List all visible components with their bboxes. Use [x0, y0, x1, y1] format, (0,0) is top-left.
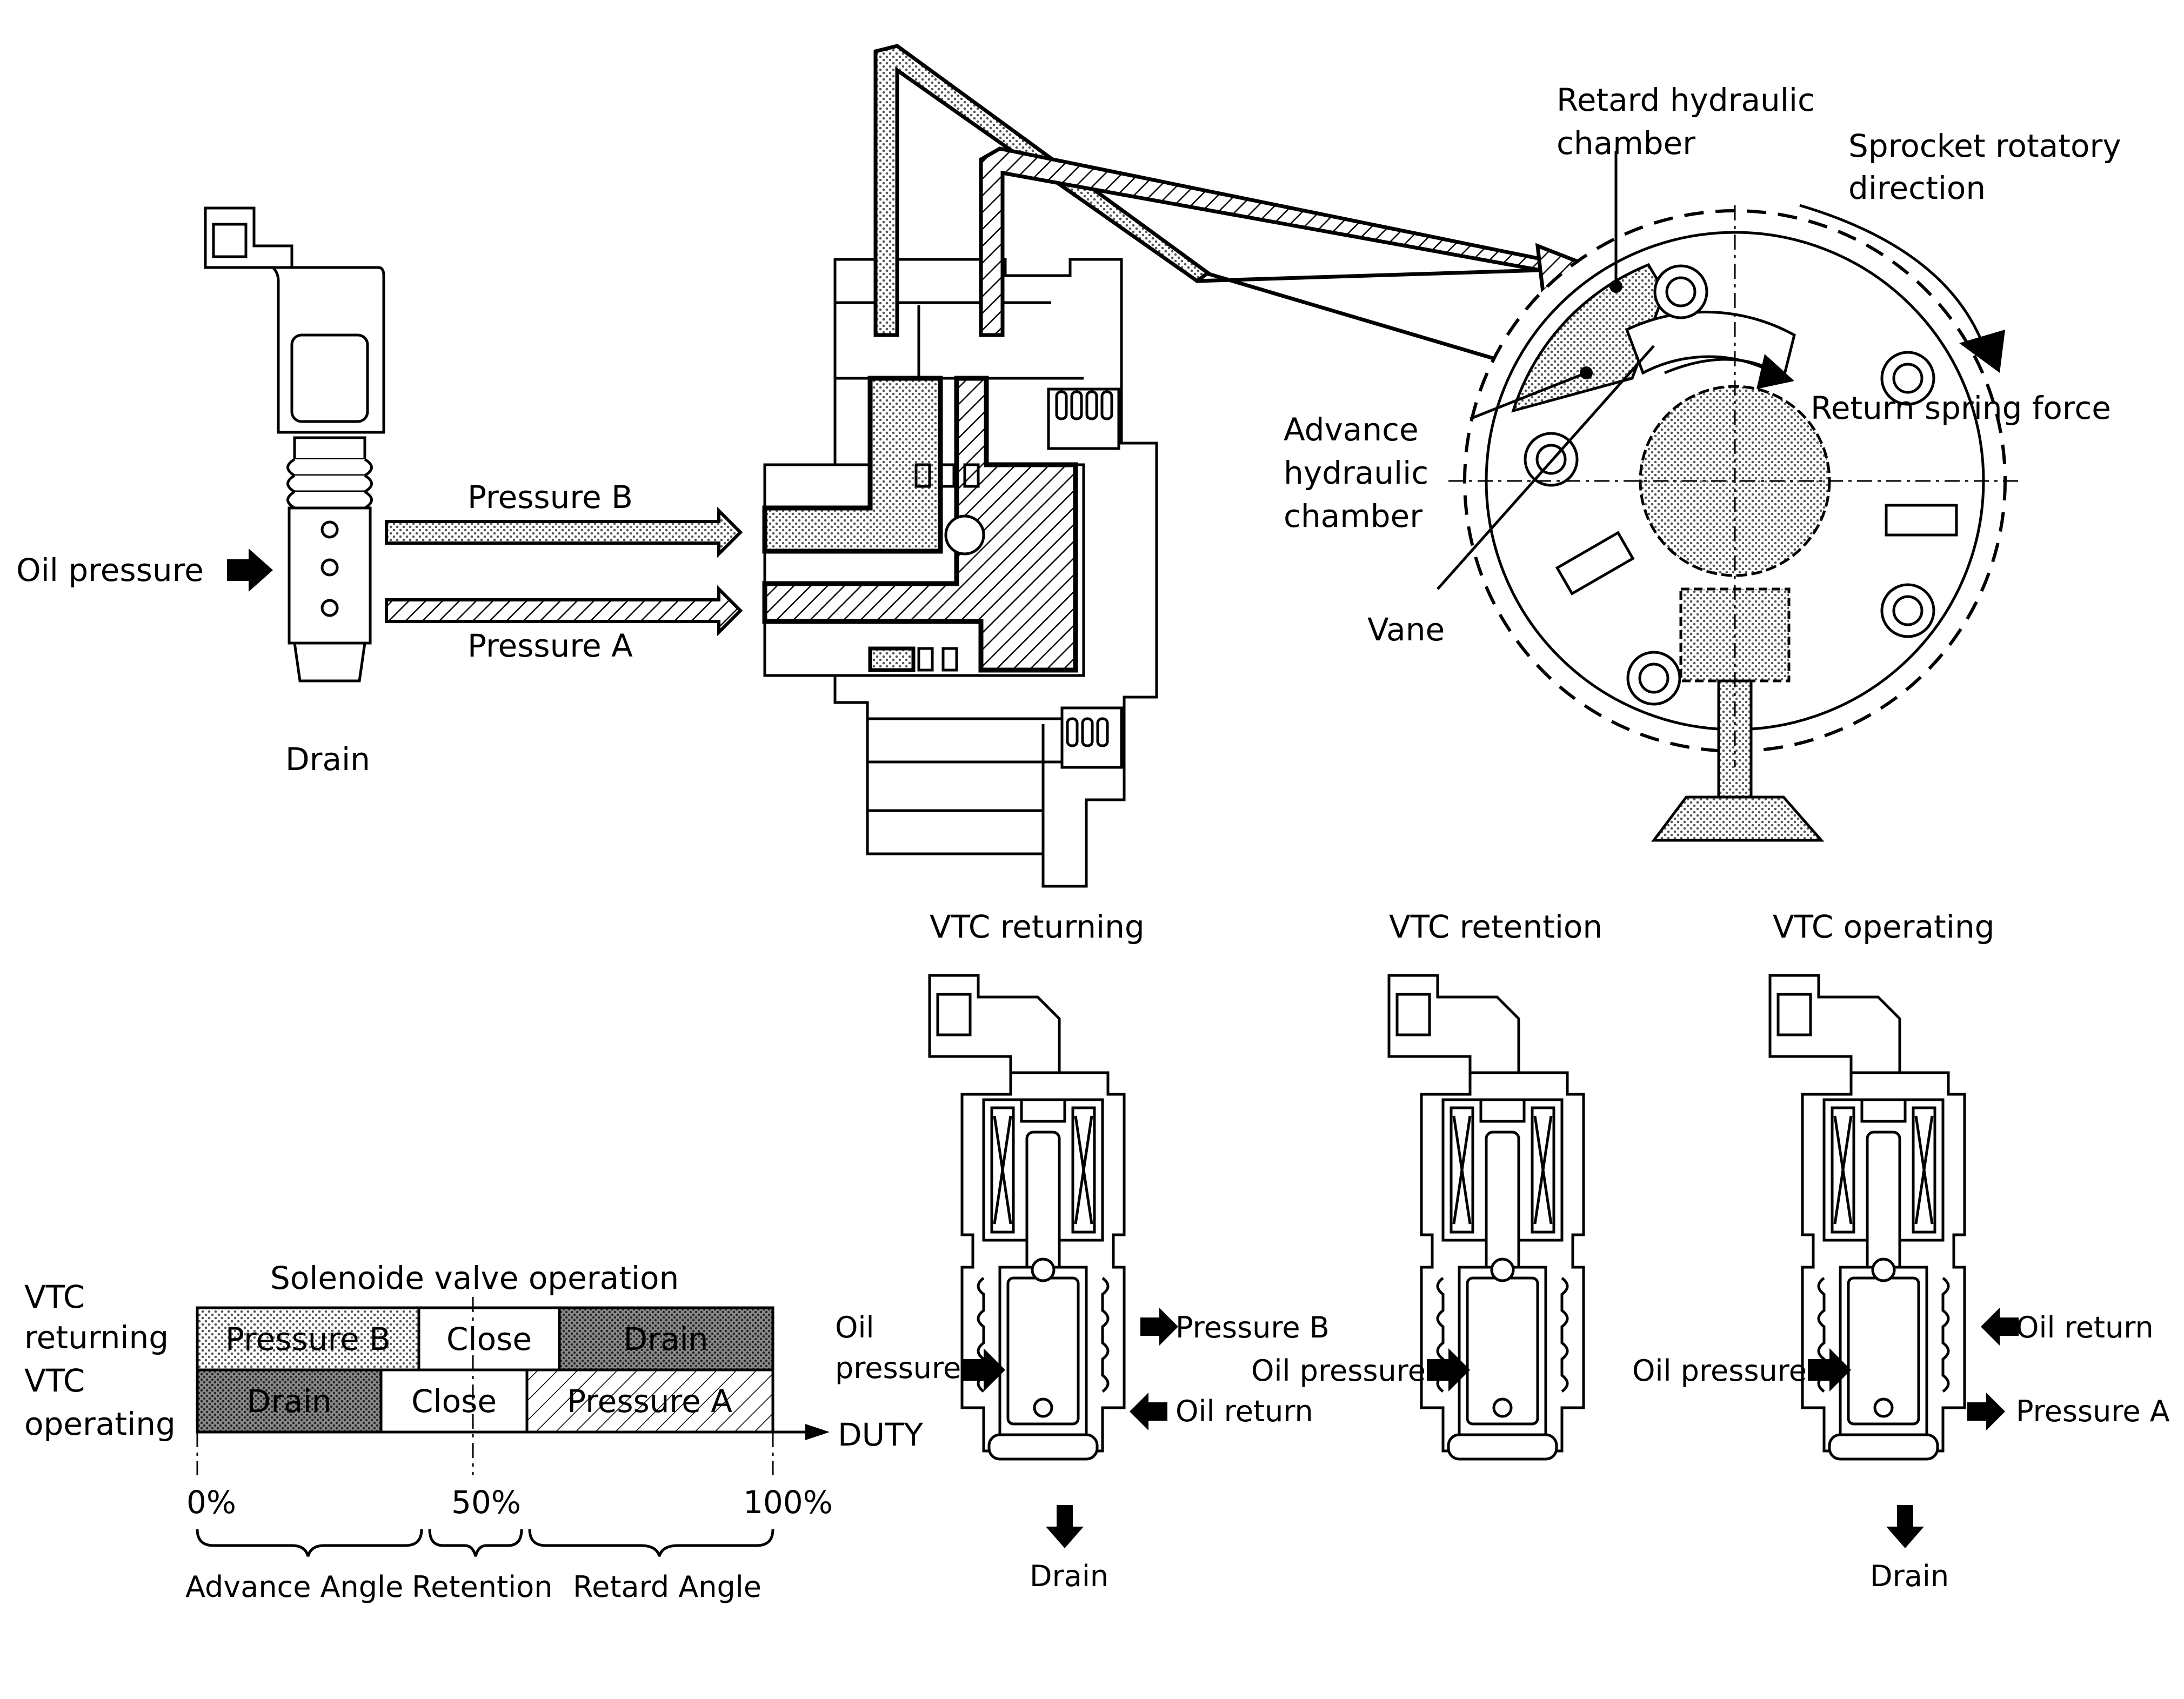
sprocket — [1448, 205, 2021, 842]
tick-0: 0% — [186, 1484, 236, 1521]
returning-drain-label: Drain — [1030, 1559, 1108, 1593]
pressure-b-label: Pressure B — [467, 479, 633, 516]
drain-label: Drain — [285, 741, 370, 778]
operating-drain-label: Drain — [1870, 1559, 1949, 1593]
oil-pressure-label: Oil pressure — [16, 552, 204, 588]
operating-drain-text: Drain — [247, 1383, 332, 1420]
advance-chamber-label: Advance — [1284, 411, 1419, 448]
returning-drain-cell — [558, 1306, 774, 1372]
duty-axis-arrow-icon — [805, 1424, 830, 1440]
operating-pressure-a-cell — [525, 1368, 774, 1434]
row-operating-label: VTC — [24, 1362, 85, 1399]
housing-cross-section — [762, 44, 1546, 888]
vtc-returning-title: VTC returning — [930, 908, 1145, 945]
returning-oil-return-label: Oil return — [1176, 1394, 1313, 1428]
advance-chamber-label-3: chamber — [1284, 498, 1422, 534]
retention-oil-in-arrow-icon — [1427, 1348, 1470, 1392]
duty-axis-label: DUTY — [838, 1416, 924, 1453]
range-retard-label: Retard Angle — [573, 1570, 762, 1604]
operating-oil-return-label: Oil return — [2016, 1310, 2154, 1345]
pressure-b-arrow-icon — [385, 506, 743, 558]
duty-table: Solenoide valve operation VTC returning … — [24, 1260, 924, 1604]
vtc-retention-title: VTC retention — [1389, 908, 1602, 945]
advance-chamber-label-2: hydraulic — [1284, 454, 1428, 491]
tick-50: 50% — [451, 1484, 521, 1521]
vane-label: Vane — [1367, 611, 1445, 648]
operating-pressure-a-text: Pressure A — [567, 1383, 732, 1420]
operating-drain-cell — [196, 1368, 383, 1434]
callout-lines — [1437, 151, 1655, 590]
solenoid-valve-top — [204, 206, 385, 683]
range-advance-label: Advance Angle — [185, 1570, 403, 1604]
rotation-arrow-icon — [1799, 204, 2005, 373]
row-operating-label-2: operating — [24, 1406, 176, 1442]
returning-oil-pressure-label: Oil — [835, 1310, 874, 1345]
operating-drain-arrow-icon — [1886, 1505, 1924, 1548]
operating-pressure-a-label: Pressure A — [2016, 1394, 2170, 1428]
solenoid-returning — [928, 974, 1126, 1461]
tick-100: 100% — [743, 1484, 833, 1521]
operating-oil-pressure-label: Oil pressure — [1632, 1354, 1807, 1388]
retard-chamber-label: Retard hydraulic — [1557, 82, 1815, 118]
returning-pressure-b-label: Pressure B — [1176, 1310, 1330, 1345]
returning-pressure-b-text: Pressure B — [225, 1321, 391, 1357]
oil-pressure-arrow-icon — [227, 549, 273, 592]
returning-pressure-b-cell — [196, 1306, 420, 1372]
pressure-a-label: Pressure A — [467, 627, 633, 664]
range-retention-label: Retention — [412, 1570, 552, 1604]
vtc-operating-title: VTC operating — [1773, 908, 1994, 945]
operating-oil-return-arrow-icon — [1981, 1308, 2019, 1346]
row-returning-label: VTC — [24, 1279, 85, 1315]
operating-pressure-a-arrow-icon — [1967, 1393, 2005, 1430]
returning-oil-return-arrow-icon — [1130, 1393, 1167, 1430]
sprocket-direction-label: Sprocket rotatory — [1848, 128, 2121, 164]
operating-oil-in-arrow-icon — [1808, 1348, 1851, 1392]
retention-oil-pressure-label: Oil pressure — [1251, 1354, 1426, 1388]
returning-oil-in-arrow-icon — [962, 1348, 1005, 1392]
returning-drain-text: Drain — [624, 1321, 709, 1357]
operating-close-text: Close — [411, 1383, 497, 1420]
returning-pressure-b-arrow-icon — [1140, 1308, 1178, 1346]
operating-close-cell — [379, 1368, 529, 1434]
duty-table-title: Solenoide valve operation — [270, 1260, 679, 1296]
retard-chamber-label-2: chamber — [1557, 125, 1695, 162]
return-spring-label: Return spring force — [1811, 390, 2111, 426]
pressure-a-arrow-icon — [385, 585, 743, 637]
returning-drain-arrow-icon — [1046, 1505, 1084, 1548]
row-returning-label-2: returning — [24, 1319, 169, 1356]
returning-close-text: Close — [446, 1321, 532, 1357]
retard-flow-arrow-icon — [1197, 243, 1591, 295]
return-spring-arrow-icon — [1664, 354, 1794, 389]
returning-oil-pressure-label-2: pressure — [835, 1351, 961, 1385]
sprocket-direction-label-2: direction — [1848, 170, 1986, 206]
